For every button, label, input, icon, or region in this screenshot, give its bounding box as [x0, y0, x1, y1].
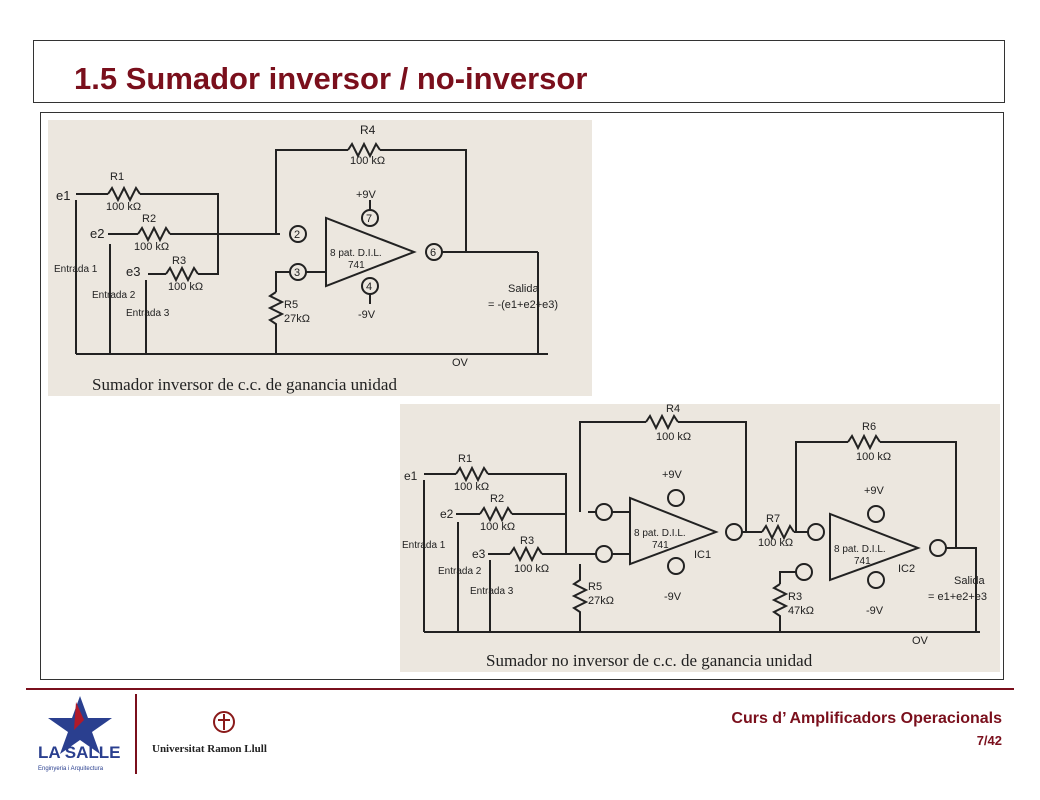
r6-value: 100 kΩ [856, 451, 891, 463]
r5-label: R5 [284, 299, 298, 311]
d2-ic1-vminus: -9V [664, 591, 682, 603]
r3b-value: 47kΩ [788, 605, 814, 617]
d2-ic2-package: 8 pat. D.I.L. [834, 544, 886, 555]
content-frame [40, 112, 1004, 680]
d2-e2-label: e2 [440, 507, 454, 521]
ground-label: OV [452, 357, 469, 369]
d2-ic1-model: 741 [652, 540, 669, 551]
pin-2: 2 [294, 229, 300, 241]
d2-e1-label: e1 [404, 469, 418, 483]
r4-value: 100 kΩ [350, 155, 385, 167]
url-logo: Universitat Ramon Llull [150, 710, 310, 760]
title-box: 1.5 Sumador inversor / no-inversor [33, 40, 1005, 103]
d2-r3-value: 100 kΩ [514, 563, 549, 575]
salida-label: Salida [508, 283, 539, 295]
d2-ic2-vminus: -9V [866, 605, 884, 617]
non-inverting-summer-diagram: R4 100 kΩ e1 e2 e3 R1 100 kΩ R2 100 kΩ R… [400, 404, 1000, 672]
footer-divider [26, 688, 1014, 690]
d2-salida-label: Salida [954, 575, 985, 587]
d2-ic1-vplus: +9V [662, 469, 683, 481]
d2-r4-label: R4 [666, 404, 680, 415]
d2-ic1-package: 8 pat. D.I.L. [634, 528, 686, 539]
d2-r1-label: R1 [458, 453, 472, 465]
r1-value: 100 kΩ [106, 201, 141, 213]
vminus-label: -9V [358, 309, 376, 321]
ic1-label: IC1 [694, 549, 711, 561]
r5-value: 27kΩ [284, 313, 310, 325]
e3-label: e3 [126, 264, 140, 279]
opamp-model: 741 [348, 260, 365, 271]
inverting-summer-diagram: R4 100 kΩ e1 e2 e3 R1 100 kΩ R2 100 kΩ R… [48, 120, 592, 396]
opamp-package: 8 pat. D.I.L. [330, 248, 382, 259]
vplus-label: +9V [356, 189, 377, 201]
pin-7: 7 [366, 213, 372, 225]
r3b-label: R3 [788, 591, 802, 603]
r7-label: R7 [766, 513, 780, 525]
d2-e3-label: e3 [472, 547, 486, 561]
entrada3-label: Entrada 3 [126, 308, 170, 319]
diagram1-caption: Sumador inversor de c.c. de ganancia uni… [92, 375, 397, 394]
pin-4: 4 [366, 281, 372, 293]
lasalle-wordmark: LA SALLE [38, 743, 120, 762]
d2-r3-label: R3 [520, 535, 534, 547]
r2-label: R2 [142, 213, 156, 225]
e2-label: e2 [90, 226, 104, 241]
d2-r4-value: 100 kΩ [656, 431, 691, 443]
d2-r2-value: 100 kΩ [480, 521, 515, 533]
r1-label: R1 [110, 171, 124, 183]
r6-label: R6 [862, 421, 876, 433]
salida-equation: = -(e1+e2+e3) [488, 299, 558, 311]
r3-value: 100 kΩ [168, 281, 203, 293]
r4-label: R4 [360, 123, 376, 137]
lasalle-logo: LA SALLE Enginyeria i Arquitectura [30, 692, 130, 774]
page-number: 7/42 [976, 733, 1002, 748]
lasalle-subtext: Enginyeria i Arquitectura [38, 766, 104, 772]
r2-value: 100 kΩ [134, 241, 169, 253]
d2-ic2-model: 741 [854, 556, 871, 567]
d2-entrada2-label: Entrada 2 [438, 566, 482, 577]
entrada2-label: Entrada 2 [92, 290, 136, 301]
pin-6: 6 [430, 247, 436, 259]
r7-value: 100 kΩ [758, 537, 793, 549]
d2-r5-label: R5 [588, 581, 602, 593]
course-title: Curs d’ Amplificadors Operacionals [731, 710, 1002, 727]
ic2-label: IC2 [898, 563, 915, 575]
url-wordmark: Universitat Ramon Llull [152, 743, 267, 755]
footer-separator [135, 694, 137, 774]
d2-salida-equation: = e1+e2+e3 [928, 591, 987, 603]
d2-ic2-vplus: +9V [864, 485, 885, 497]
entrada1-label: Entrada 1 [54, 264, 98, 275]
d2-ground-label: OV [912, 635, 929, 647]
e1-label: e1 [56, 188, 70, 203]
d2-r5-value: 27kΩ [588, 595, 614, 607]
d2-entrada3-label: Entrada 3 [470, 586, 514, 597]
pin-3: 3 [294, 267, 300, 279]
page-title: 1.5 Sumador inversor / no-inversor [74, 61, 588, 96]
d2-entrada1-label: Entrada 1 [402, 540, 446, 551]
d2-r2-label: R2 [490, 493, 504, 505]
r3-label: R3 [172, 255, 186, 267]
diagram2-caption: Sumador no inversor de c.c. de ganancia … [486, 651, 813, 670]
d2-r1-value: 100 kΩ [454, 481, 489, 493]
